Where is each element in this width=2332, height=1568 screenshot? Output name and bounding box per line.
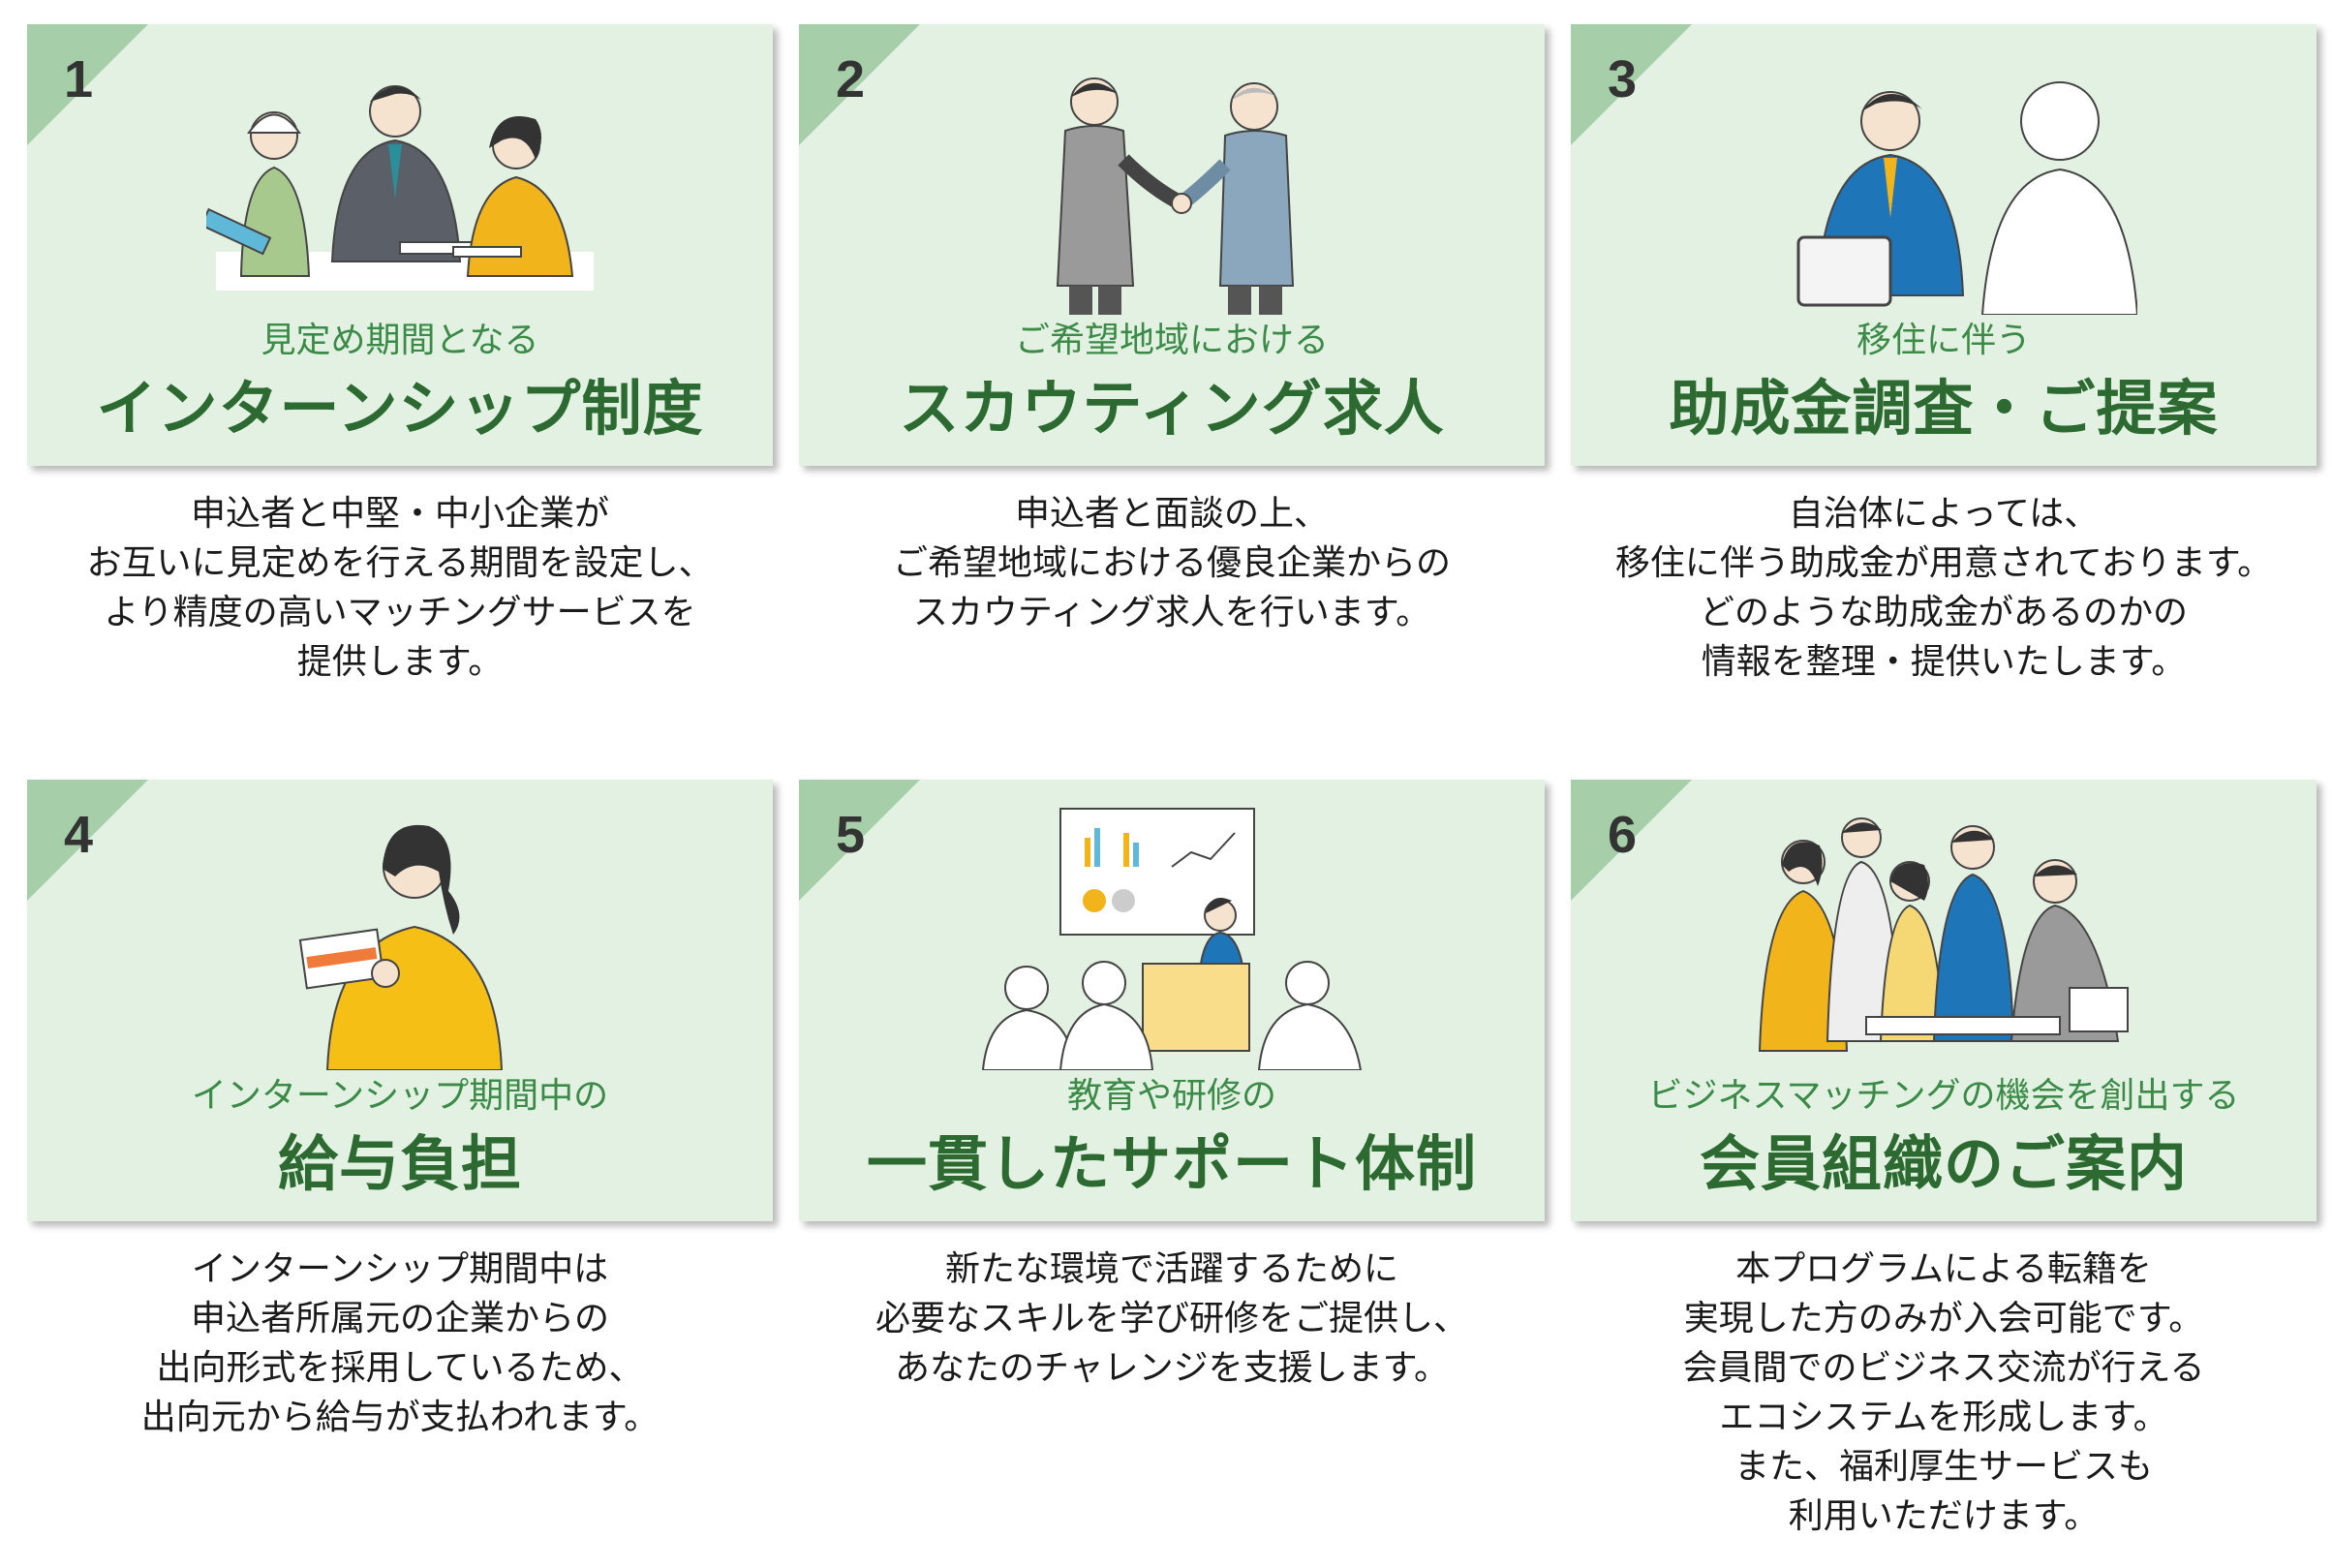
card-number: 6	[1608, 806, 1638, 864]
feature-card-salary: 4 インターンシップ期間中の 給与負担	[27, 780, 773, 1221]
card-subtitle: インターンシップ期間中の	[191, 1076, 609, 1116]
feature-card-internship: 1 見定め期間となる インターンシップ制度	[27, 24, 773, 466]
card-title: 一貫したサポート体制	[866, 1128, 1477, 1199]
woman-with-card-illustration	[298, 824, 504, 1070]
feature-card-training: 5 教育や研修の 一貫したサポート体制	[799, 780, 1545, 1221]
card-description: 本プログラムによる転籍を 実現した方のみが入会可能です。 会員間でのビジネス交流…	[1682, 1249, 2205, 1536]
team-illustration	[1758, 817, 2129, 1052]
meeting-illustration	[206, 85, 594, 291]
card-number: 3	[1608, 50, 1638, 108]
card-title: スカウティング求人	[899, 373, 1445, 444]
card-title: 会員組織のご案内	[1699, 1128, 2188, 1199]
card-number: 4	[64, 806, 94, 864]
card-title: 助成金調査・ご提案	[1669, 373, 2219, 444]
card-subtitle: ビジネスマッチングの機会を創出する	[1647, 1076, 2240, 1116]
card-subtitle: 教育や研修の	[1066, 1076, 1276, 1116]
feature-card-subsidy: 3 移住に伴う 助成金調査・ご提案	[1571, 24, 2317, 466]
seminar-illustration	[981, 808, 1363, 1070]
card-subtitle: 移住に伴う	[1856, 321, 2031, 360]
card-number: 5	[836, 806, 866, 864]
card-description: 申込者と中堅・中小企業が お互いに見定めを行える期間を設定し、 より精度の高いマ…	[86, 494, 714, 682]
card-number: 1	[64, 50, 94, 108]
card-description: 申込者と面談の上、 ご希望地域における優良企業からの スカウティング求人を行いま…	[892, 494, 1451, 632]
card-number: 2	[836, 50, 866, 108]
card-title: 給与負担	[277, 1128, 522, 1199]
feature-card-membership: 6 ビジネスマッチングの機会を創出する 会員組織のご案内	[1571, 780, 2317, 1221]
handshake-illustration	[1056, 77, 1295, 315]
card-description: インターンシップ期間中は 申込者所属元の企業からの 出向形式を採用しているため、…	[140, 1249, 660, 1437]
card-title: インターンシップ制度	[96, 373, 704, 444]
card-description: 自治体によっては、 移住に伴う助成金が用意されております。 どのような助成金があ…	[1614, 494, 2273, 682]
consultation-illustration	[1796, 81, 2137, 315]
feature-card-scouting: 2 ご希望地域における スカウティング求人	[799, 24, 1545, 466]
card-subtitle: ご希望地域における	[1014, 321, 1329, 360]
card-subtitle: 見定め期間となる	[261, 321, 539, 360]
card-description: 新たな環境で活躍するために 必要なスキルを学び研修をご提供し、 あなたのチャレン…	[874, 1249, 1468, 1388]
